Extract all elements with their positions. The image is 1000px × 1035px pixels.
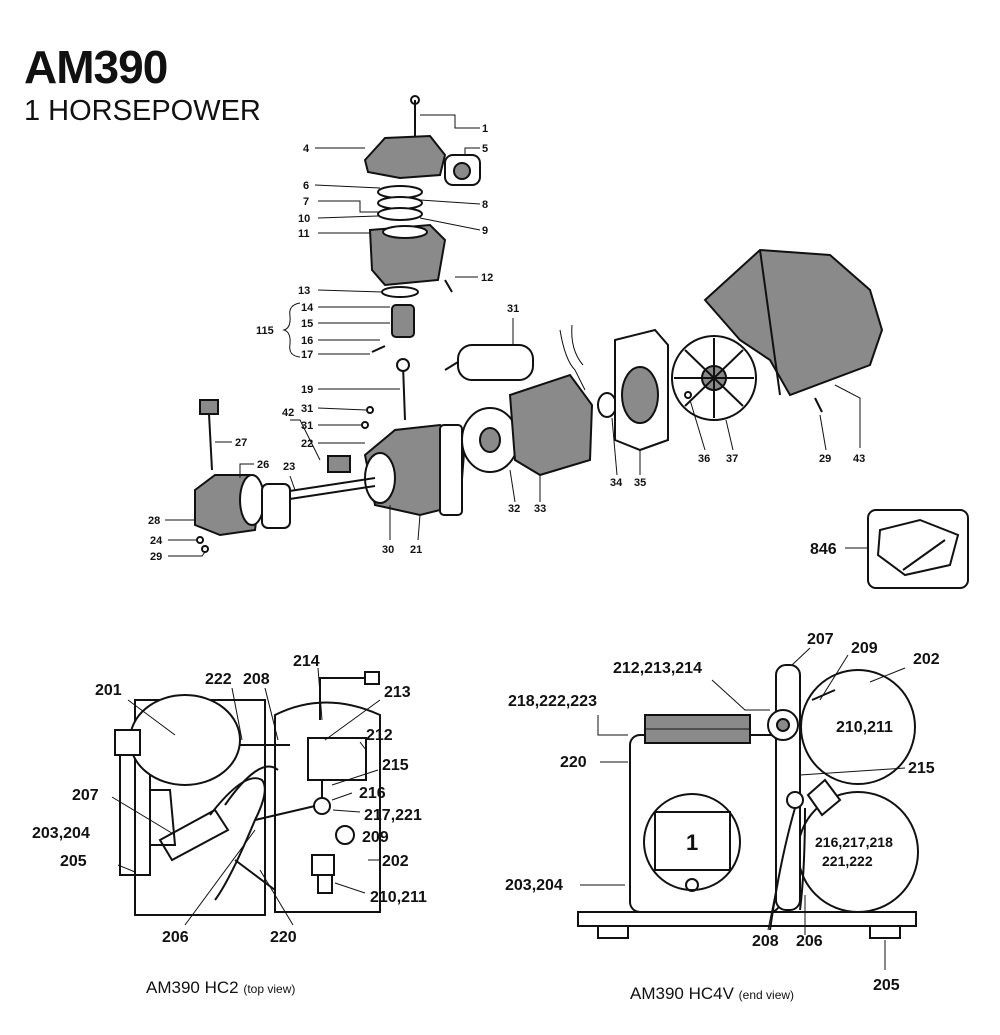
label-37: 37 — [726, 453, 738, 465]
label-1: 1 — [482, 123, 488, 135]
label-30: 30 — [382, 544, 394, 556]
label-7: 7 — [303, 196, 309, 208]
label-1-hc4v: 1 — [686, 830, 698, 855]
label-31-upper: 31 — [301, 403, 313, 415]
horsepower-subtitle: 1 HORSEPOWER — [24, 95, 261, 127]
hc4v-caption: AM390 HC4V (end view) — [630, 984, 794, 1004]
pump-assembly-drawing — [165, 95, 969, 589]
label-210-211-hc4v: 210,211 — [836, 719, 893, 736]
label-212: 212 — [366, 727, 393, 744]
label-205: 205 — [60, 853, 87, 870]
label-15: 15 — [301, 318, 313, 330]
label-215-hc4v: 215 — [908, 760, 935, 777]
label-19: 19 — [301, 384, 313, 396]
hc2-part-labels: 201 222 208 214 213 212 215 216 217,221 … — [32, 653, 427, 946]
label-31-capacitor: 31 — [507, 303, 519, 315]
label-201: 201 — [95, 682, 122, 699]
label-36: 36 — [698, 453, 710, 465]
label-12: 12 — [481, 272, 493, 284]
label-216: 216 — [359, 785, 386, 802]
label-216-217-218-hc4v: 216,217,218 — [815, 834, 893, 850]
label-24: 24 — [150, 535, 163, 547]
label-202-hc4v: 202 — [913, 651, 940, 668]
label-29-right: 29 — [819, 453, 831, 465]
label-4: 4 — [303, 143, 310, 155]
label-207: 207 — [72, 787, 99, 804]
label-28: 28 — [148, 515, 160, 527]
hc4v-caption-title: AM390 HC4V — [630, 984, 734, 1003]
label-209-hc4v: 209 — [851, 640, 878, 657]
label-10: 10 — [298, 213, 310, 225]
label-207-hc4v: 207 — [807, 631, 834, 648]
label-203-204-hc4v: 203,204 — [505, 877, 563, 894]
label-31-lower: 31 — [301, 420, 313, 432]
label-43: 43 — [853, 453, 865, 465]
hc2-caption-title: AM390 HC2 — [146, 978, 239, 997]
label-210-211: 210,211 — [370, 889, 427, 906]
model-title: AM390 — [24, 41, 168, 93]
label-21: 21 — [410, 544, 422, 556]
label-42: 42 — [282, 407, 294, 419]
label-212-213-214-hc4v: 212,213,214 — [613, 660, 702, 677]
label-22: 22 — [301, 438, 313, 450]
label-846: 846 — [810, 541, 837, 558]
label-213: 213 — [384, 684, 411, 701]
label-13: 13 — [298, 285, 310, 297]
label-202: 202 — [382, 853, 409, 870]
hc2-top-view-drawing — [111, 667, 381, 926]
label-220: 220 — [270, 929, 297, 946]
label-14: 14 — [301, 302, 314, 314]
pump-part-labels: 1 4 5 6 7 8 10 9 11 12 13 14 15 115 16 1… — [148, 123, 865, 563]
label-29-left: 29 — [150, 551, 162, 563]
label-209: 209 — [362, 829, 389, 846]
label-215: 215 — [382, 757, 409, 774]
label-220-hc4v: 220 — [560, 754, 587, 771]
label-34: 34 — [610, 477, 623, 489]
label-33: 33 — [534, 503, 546, 515]
label-208-hc4v: 208 — [752, 933, 779, 950]
hc4v-part-labels: 207 209 202 212,213,214 218,222,223 210,… — [505, 631, 940, 994]
label-16: 16 — [301, 335, 313, 347]
label-208: 208 — [243, 671, 270, 688]
label-115: 115 — [256, 325, 274, 337]
label-5: 5 — [482, 143, 488, 155]
label-221-222-hc4v: 221,222 — [822, 853, 873, 869]
label-32: 32 — [508, 503, 520, 515]
hc2-caption-note: (top view) — [243, 982, 296, 996]
label-11: 11 — [298, 228, 310, 240]
label-222: 222 — [205, 671, 232, 688]
hc2-caption: AM390 HC2 (top view) — [146, 978, 295, 998]
label-203-204: 203,204 — [32, 825, 90, 842]
label-217-221: 217,221 — [364, 807, 422, 824]
label-205-hc4v: 205 — [873, 977, 900, 994]
label-23: 23 — [283, 461, 295, 473]
label-206: 206 — [162, 929, 189, 946]
label-206-hc4v: 206 — [796, 933, 823, 950]
hc4v-end-view-drawing — [577, 647, 919, 970]
label-26: 26 — [257, 459, 269, 471]
label-218-222-223-hc4v: 218,222,223 — [508, 693, 597, 710]
label-214: 214 — [293, 653, 320, 670]
label-8: 8 — [482, 199, 488, 211]
label-9: 9 — [482, 225, 488, 237]
label-17: 17 — [301, 349, 313, 361]
label-6: 6 — [303, 180, 309, 192]
label-27: 27 — [235, 437, 247, 449]
hc4v-caption-note: (end view) — [738, 988, 795, 1002]
label-35: 35 — [634, 477, 646, 489]
